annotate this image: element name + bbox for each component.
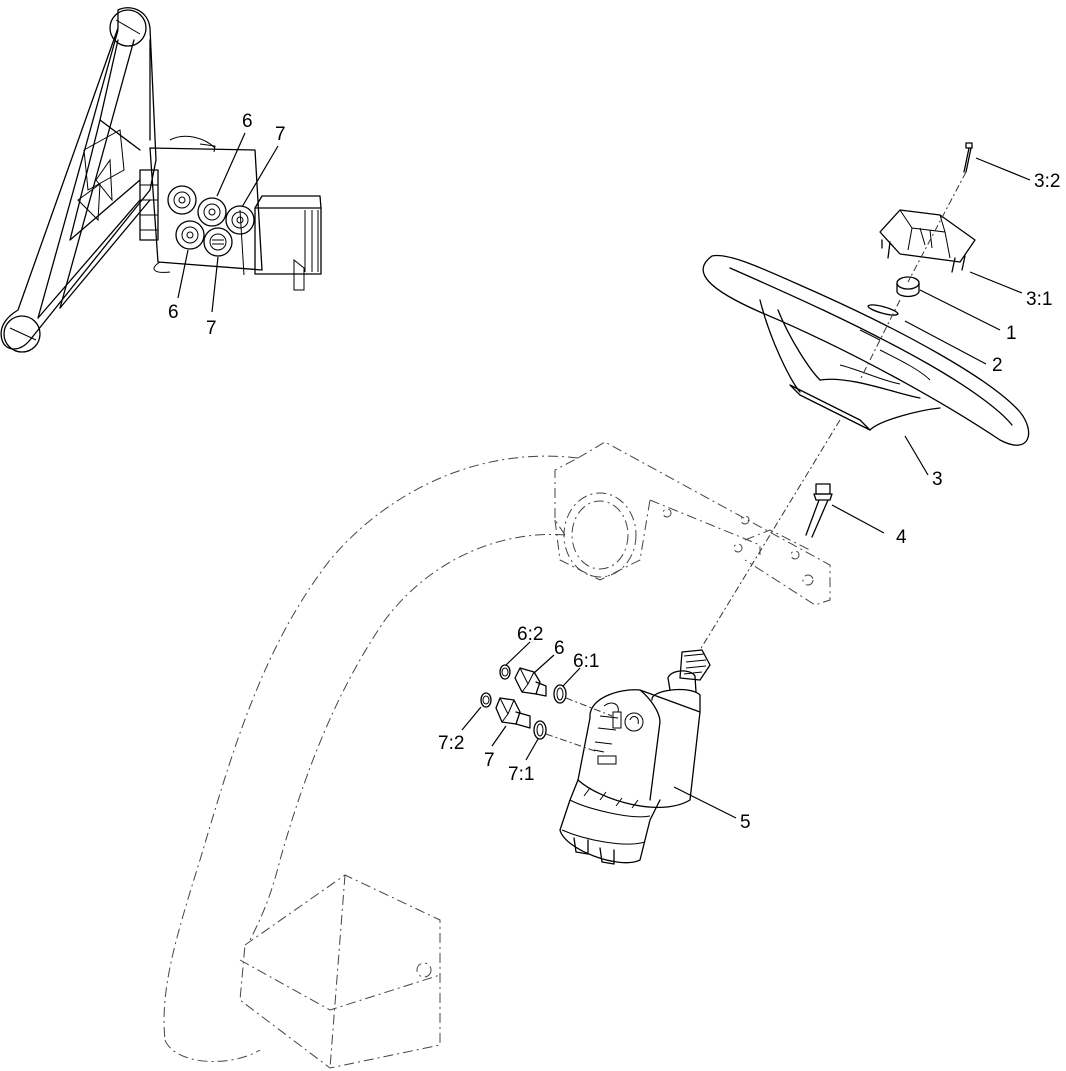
callout-inset-6-top: 6 bbox=[242, 111, 253, 132]
callout-6: 6 bbox=[554, 638, 565, 659]
oring-7-1 bbox=[533, 720, 547, 740]
steering-wheel bbox=[702, 254, 1030, 446]
leader-4 bbox=[831, 504, 885, 534]
fitting-7-group bbox=[480, 692, 547, 740]
callout-inset-7-bottom: 7 bbox=[206, 318, 217, 339]
inset-port-bottom-left bbox=[175, 220, 205, 250]
fitting-6-group bbox=[499, 664, 567, 704]
leader-3-2 bbox=[975, 157, 1031, 181]
callout-inset-7-top: 7 bbox=[275, 124, 286, 145]
leader-2 bbox=[904, 320, 987, 365]
leader-7-2 bbox=[461, 706, 482, 731]
inset-steering-assembly: 6 7 6 7 bbox=[0, 7, 322, 353]
leader-inset-6-top bbox=[216, 132, 246, 197]
fitting-6 bbox=[514, 667, 541, 695]
horn-cap bbox=[879, 209, 976, 273]
washer bbox=[867, 304, 899, 316]
inset-valve-body bbox=[149, 135, 322, 291]
callout-7-2: 7:2 bbox=[438, 733, 464, 754]
leader-6 bbox=[533, 654, 555, 674]
leader-5 bbox=[673, 786, 737, 819]
fitting-7 bbox=[495, 697, 521, 725]
inset-port-bottom-right bbox=[203, 227, 233, 257]
leader-6-1 bbox=[562, 667, 581, 687]
callout-1: 1 bbox=[1006, 323, 1017, 344]
axis-fitting-6 bbox=[565, 697, 613, 717]
leader-inset-6-bottom bbox=[177, 249, 189, 299]
leader-3 bbox=[904, 435, 929, 476]
callout-3-2: 3:2 bbox=[1034, 171, 1060, 192]
callout-7-1: 7:1 bbox=[508, 764, 534, 785]
callout-7: 7 bbox=[484, 750, 495, 771]
callout-4: 4 bbox=[896, 527, 907, 548]
inset-port-top-mid bbox=[197, 197, 227, 227]
oring-7-2 bbox=[480, 692, 492, 708]
axis-line-upper bbox=[907, 171, 967, 283]
callout-3: 3 bbox=[932, 469, 943, 490]
inset-wheel bbox=[0, 7, 159, 353]
axis-line-lower bbox=[699, 419, 841, 651]
leader-3-1 bbox=[969, 271, 1023, 294]
leader-inset-7-bottom bbox=[211, 256, 219, 313]
bolt bbox=[805, 483, 833, 538]
callout-3-1: 3:1 bbox=[1026, 289, 1052, 310]
callout-6-1: 6:1 bbox=[573, 651, 599, 672]
callout-inset-6-bottom: 6 bbox=[168, 302, 179, 323]
leader-1 bbox=[919, 289, 1001, 331]
screw bbox=[963, 142, 973, 173]
inset-port-top-left bbox=[167, 185, 197, 215]
leader-7 bbox=[491, 725, 507, 747]
inset-port-top-right bbox=[225, 205, 255, 235]
leader-inset-7-top bbox=[241, 145, 279, 208]
steering-column-phantom bbox=[163, 441, 831, 1069]
oring-6-2 bbox=[499, 664, 511, 680]
oring-6-1 bbox=[553, 684, 567, 704]
leader-6-2 bbox=[505, 641, 531, 666]
callout-6-2: 6:2 bbox=[517, 624, 543, 645]
leader-7-1 bbox=[525, 738, 539, 761]
nut bbox=[896, 276, 920, 298]
steering-valve bbox=[559, 649, 711, 865]
callout-5: 5 bbox=[740, 812, 751, 833]
callout-2: 2 bbox=[992, 355, 1003, 376]
axis-fitting-7 bbox=[545, 733, 599, 753]
